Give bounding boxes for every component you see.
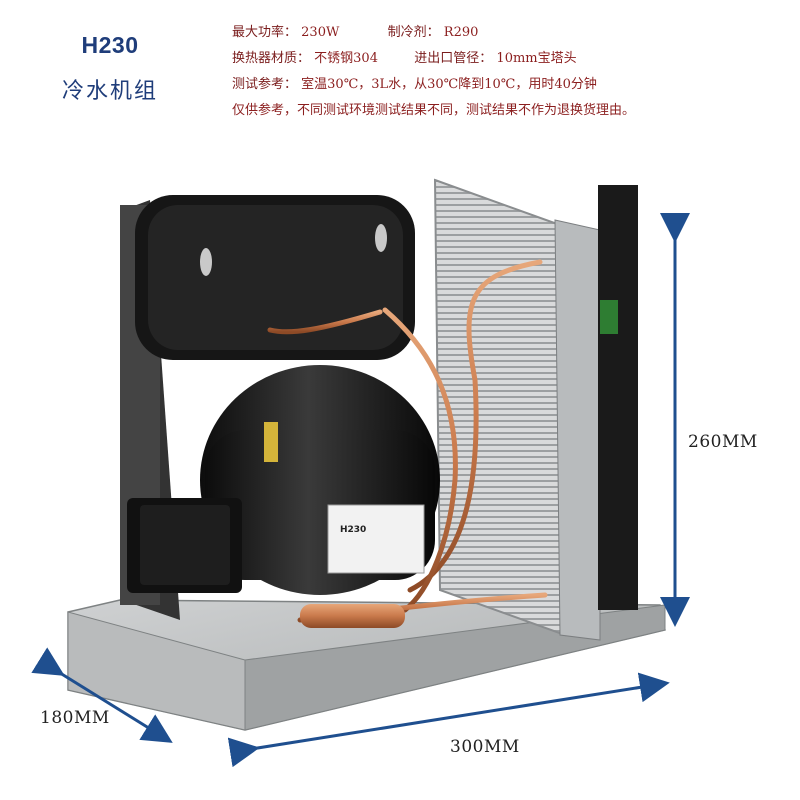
depth-arrow — [31, 647, 173, 743]
test-value: 室温30℃，3L水，从30℃降到10℃，用时40分钟 — [301, 77, 597, 92]
disclaimer-text: 仅供参考，不同测试环境测试结果不同，测试结果不作为退换货理由。 — [232, 103, 636, 118]
electrical-box — [127, 498, 242, 593]
refrigerant-value: R290 — [443, 25, 479, 40]
nameplate-model: H230 — [340, 525, 366, 535]
spec-row-power: 最大功率： 230W 制冷剂： R290 — [232, 20, 792, 46]
height-dimension: 260MM — [688, 432, 758, 452]
material-value: 不锈钢304 — [314, 51, 378, 66]
material-label: 换热器材质： — [232, 51, 311, 66]
pipe-label: 进出口管径： — [414, 51, 493, 66]
pipe-value: 10mm宝塔头 — [496, 51, 577, 66]
title-block: H230 冷水机组 — [40, 32, 180, 105]
heat-exchanger-tank — [135, 195, 415, 360]
power-label: 最大功率： — [232, 25, 298, 40]
width-arrow — [227, 672, 670, 768]
spec-row-disclaimer: 仅供参考，不同测试环境测试结果不同，测试结果不作为退换货理由。 — [232, 98, 792, 124]
width-dimension: 300MM — [450, 737, 520, 757]
product-subtitle: 冷水机组 — [61, 79, 158, 104]
model-title: H230 — [81, 32, 139, 58]
spec-row-test: 测试参考： 室温30℃，3L水，从30℃降到10℃，用时40分钟 — [232, 72, 792, 98]
filter-drier — [300, 604, 405, 628]
spec-list: 最大功率： 230W 制冷剂： R290 换热器材质： 不锈钢304 进出口管径… — [232, 20, 792, 124]
depth-dimension: 180MM — [40, 708, 110, 728]
compressor: H230 — [200, 365, 440, 595]
spec-row-material: 换热器材质： 不锈钢304 进出口管径： 10mm宝塔头 — [232, 46, 792, 72]
power-value: 230W — [301, 25, 340, 40]
test-label: 测试参考： — [232, 77, 298, 92]
condenser — [433, 178, 601, 641]
cooling-fans — [598, 185, 638, 610]
refrigerant-label: 制冷剂： — [387, 25, 440, 40]
